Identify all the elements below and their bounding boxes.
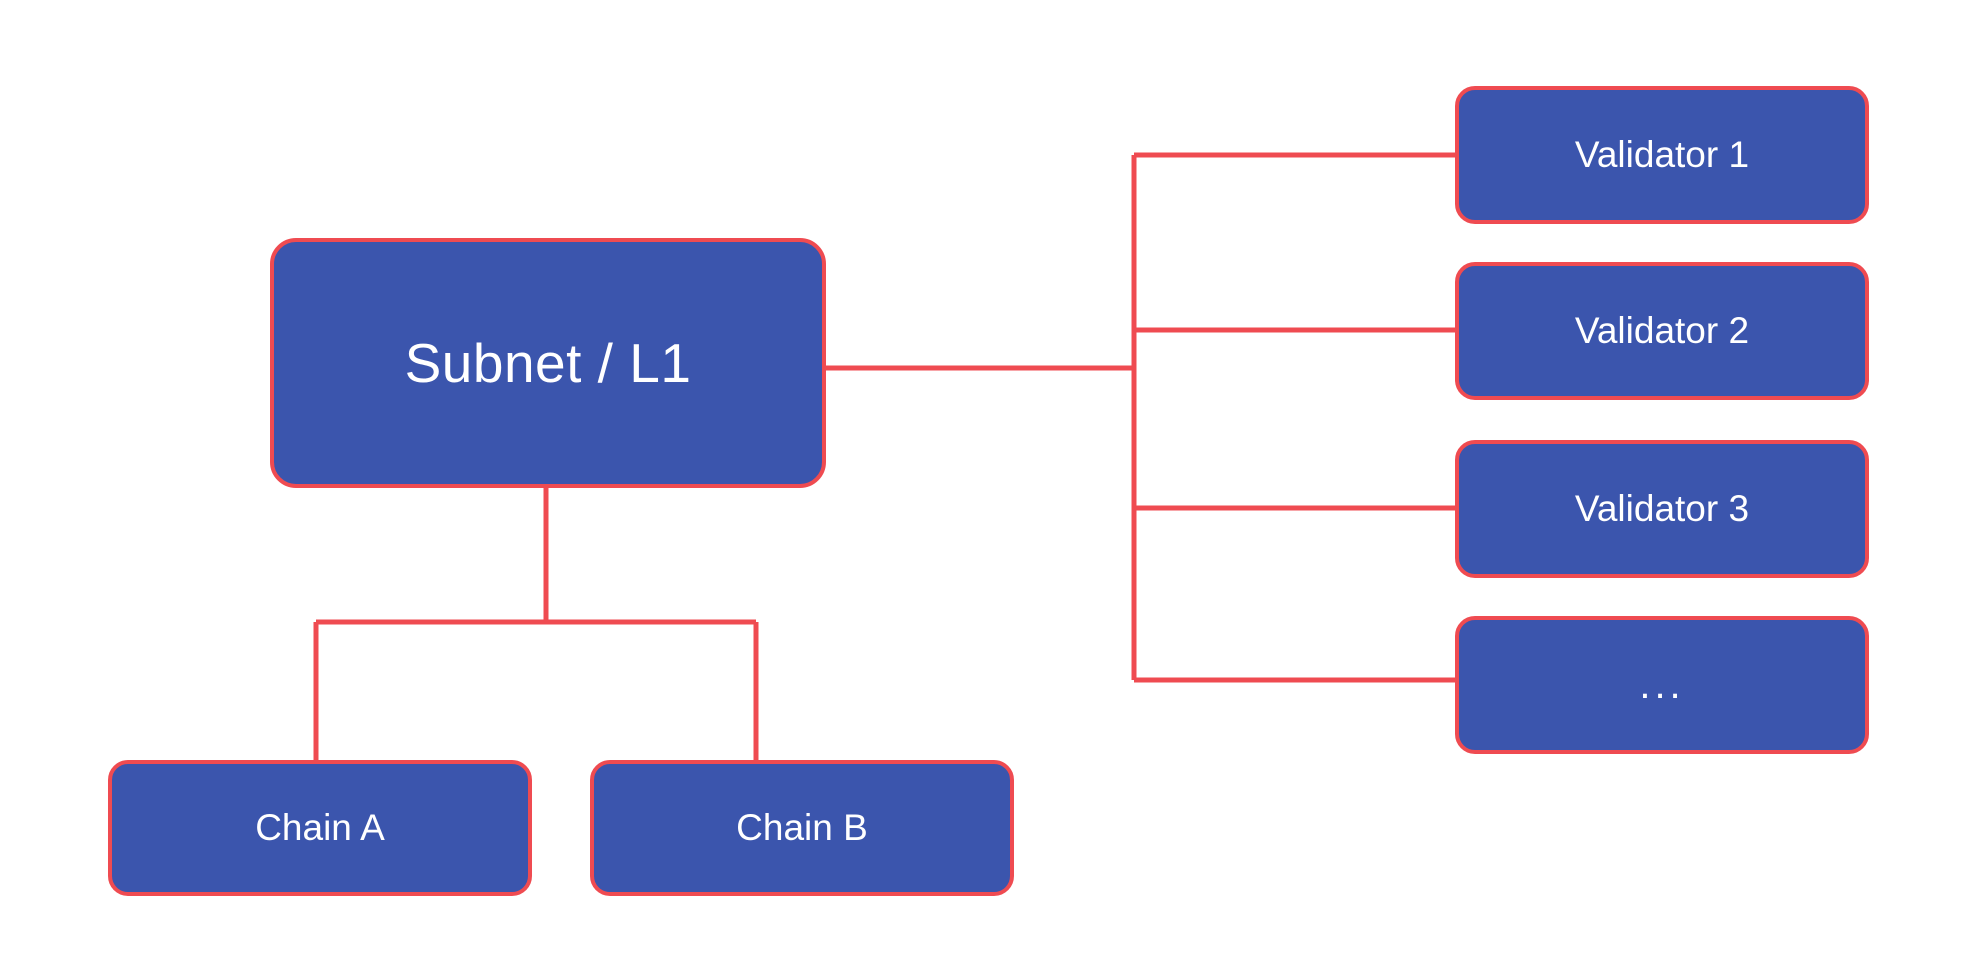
node-validator-more-label: ... xyxy=(1639,663,1685,707)
node-subnet-l1-label: Subnet / L1 xyxy=(404,331,692,394)
node-validator-more[interactable]: ... xyxy=(1455,616,1869,754)
node-chain-b-label: Chain B xyxy=(736,806,868,848)
node-chain-b[interactable]: Chain B xyxy=(590,760,1014,896)
node-validator-1[interactable]: Validator 1 xyxy=(1455,86,1869,224)
node-chain-a[interactable]: Chain A xyxy=(108,760,532,896)
node-chain-a-label: Chain A xyxy=(255,806,385,848)
node-subnet-l1[interactable]: Subnet / L1 xyxy=(270,238,826,488)
node-validator-1-label: Validator 1 xyxy=(1574,133,1750,175)
node-validator-2[interactable]: Validator 2 xyxy=(1455,262,1869,400)
node-validator-2-label: Validator 2 xyxy=(1574,309,1750,351)
node-validator-3[interactable]: Validator 3 xyxy=(1455,440,1869,578)
node-validator-3-label: Validator 3 xyxy=(1574,487,1750,529)
